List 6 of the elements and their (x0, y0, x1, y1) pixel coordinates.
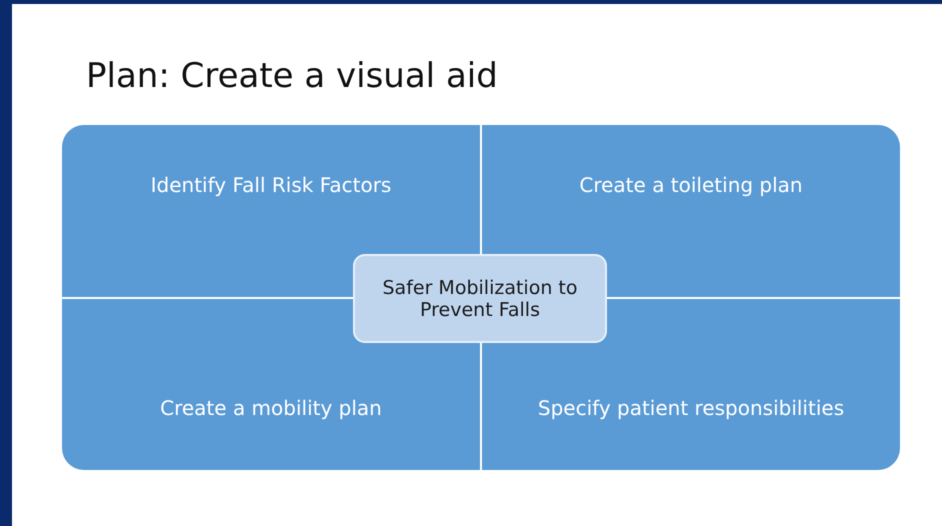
slide-title: Plan: Create a visual aid (86, 56, 498, 96)
quadrant-label: Create a mobility plan (160, 396, 382, 420)
quadrant-label: Identify Fall Risk Factors (150, 173, 392, 197)
quadrant-label: Create a toileting plan (579, 173, 803, 197)
center-box: Safer Mobilization to Prevent Falls (353, 254, 607, 343)
quadrant-label: Specify patient responsibilities (538, 396, 844, 420)
